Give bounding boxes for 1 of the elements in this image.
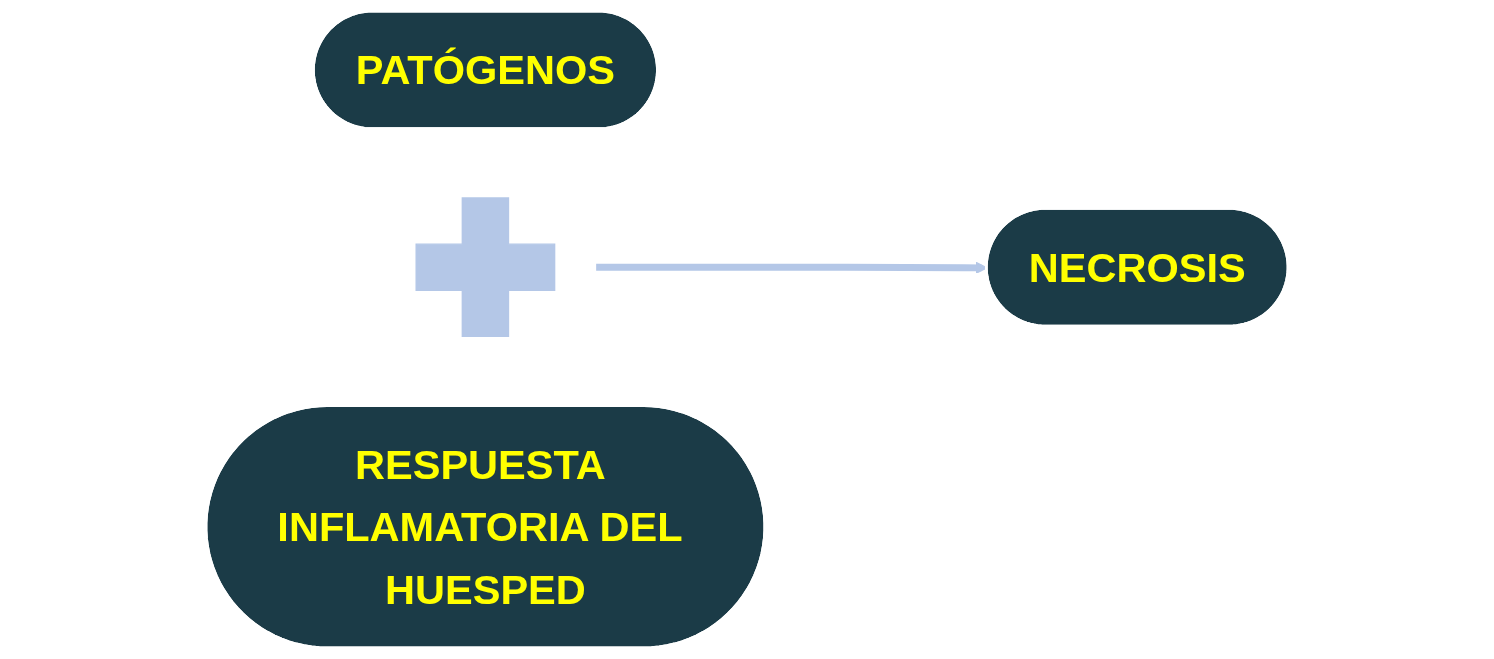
node-plus bbox=[415, 197, 556, 338]
